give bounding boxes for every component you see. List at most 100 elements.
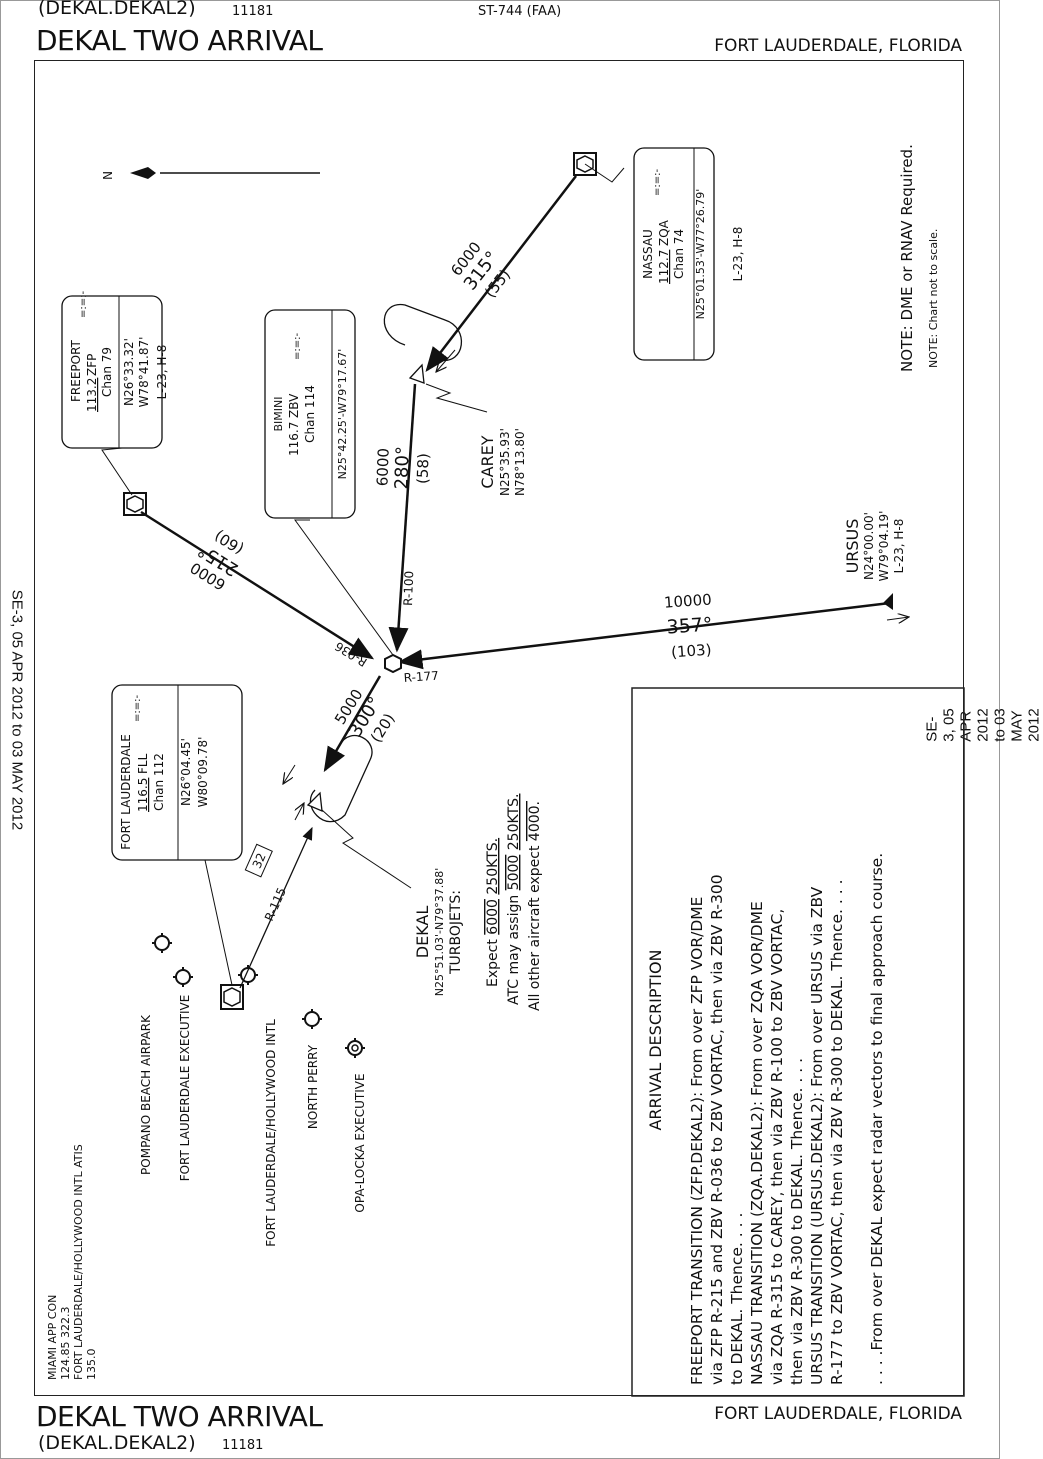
fll-chan: Chan 112 (152, 753, 166, 811)
freeport-name: FREEPORT (69, 339, 83, 402)
bimini-coords: N25°42.25'-W79°17.67' (336, 349, 349, 480)
note-dme-rnav: NOTE: DME or RNAV Required. (898, 144, 916, 372)
svg-text:N25°35.93': N25°35.93' (498, 428, 512, 496)
comms-frequencies: MIAMI APP CON 124.85 322.3 FORT LAUDERDA… (46, 1144, 98, 1380)
airport-label-north-perry: NORTH PERRY (306, 1044, 320, 1129)
svg-text:N25°51.03'-N79°37.88': N25°51.03'-N79°37.88' (433, 868, 446, 996)
leg-nassau-carey (425, 175, 577, 372)
svg-text:(103): (103) (671, 641, 713, 662)
svg-text:L-23, H-8: L-23, H-8 (892, 519, 906, 574)
svg-text:URSUS TRANSITION (URSUS.DEKAL2: URSUS TRANSITION (URSUS.DEKAL2): From ov… (808, 886, 826, 1385)
leg-bimini-dekal (323, 675, 382, 773)
svg-text:32: 32 (250, 851, 269, 871)
svg-text:=:=:-: =:=:- (292, 333, 303, 360)
freeport-lon: W78°41.87' (137, 337, 151, 408)
bimini-vortac-icon (384, 653, 402, 674)
bimini-freq: 116.7 (287, 422, 301, 456)
leg-label-bimini-dekal: 5000 300° (20) (331, 686, 398, 746)
fll-ident: FLL (136, 753, 150, 774)
svg-text:=:=:-: =:=:- (78, 291, 89, 318)
fort-lauderdale-hollywood-airport-icon (238, 965, 258, 985)
leg-label-carey-bimini: 6000 280° (58) (373, 446, 432, 490)
svg-text:280°: 280° (391, 446, 414, 490)
amendment-number: 11181 (232, 4, 274, 19)
svg-text:10000: 10000 (663, 590, 712, 611)
morse-code-icons: =:=:- =:=:- =:=:- =:=:- (78, 169, 663, 722)
chart-title: DEKAL TWO ARRIVAL (36, 24, 323, 57)
fll-lat: N26°04.45' (179, 738, 193, 806)
radial-r100: R-100 (401, 571, 416, 607)
svg-text:to DEKAL. Thence. . . .: to DEKAL. Thence. . . . (728, 1213, 746, 1385)
arrival-description-text: FREEPORT TRANSITION (ZFP.DEKAL2): From o… (688, 853, 886, 1385)
ursus-fix-icon (883, 593, 893, 610)
carey-fix-label: CAREY N25°35.93' N78°13.80' (478, 428, 527, 496)
svg-text:URSUS: URSUS (843, 519, 862, 574)
nassau-freq: 112.7 (657, 250, 671, 284)
svg-text:then via ZBV R-300 to DEKAL.: then via ZBV R-300 to DEKAL. Thence. . .… (788, 1058, 806, 1385)
leg-ursus-bimini (397, 601, 891, 670)
computer-code: (DEKAL.DEKAL2) (38, 0, 196, 19)
dme-distance-box: 32 (244, 843, 273, 878)
leg-carey-bimini (388, 383, 417, 653)
footer-amendment: 11181 (222, 1438, 264, 1453)
svg-text:W79°04.19': W79°04.19' (877, 511, 891, 582)
pompano-beach-airport-icon (152, 933, 172, 953)
leg-label-freeport-bimini: 6000 215° (60) (187, 526, 247, 593)
svg-text:via ZFP R-215 and ZBV R-036 to: via ZFP R-215 and ZBV R-036 to ZBV VORTA… (708, 874, 726, 1385)
opa-locka-airport-icon (345, 1038, 365, 1058)
svg-text:=:=:-: =:=:- (132, 695, 143, 722)
airport-label-fll-exec: FORT LAUDERDALE EXECUTIVE (178, 995, 192, 1182)
svg-text:(58): (58) (413, 453, 432, 484)
nassau-vordme-icon (573, 152, 597, 176)
bimini-chan: Chan 114 (303, 385, 317, 443)
holding-pattern-carey (383, 303, 462, 361)
svg-text:FORT LAUDERDALE/HOLLYWOOD INTL: FORT LAUDERDALE/HOLLYWOOD INTL ATIS (72, 1144, 85, 1380)
svg-text:CAREY: CAREY (478, 435, 497, 488)
freeport-vordme-icon (123, 492, 147, 516)
svg-text:All other aircraft expect 4000: All other aircraft expect 4000. (527, 801, 543, 1011)
nassau-ident: ZQA (657, 219, 671, 246)
svg-text:=:=:-: =:=:- (652, 169, 663, 196)
arrival-description-title: ARRIVAL DESCRIPTION (646, 949, 665, 1130)
chart-location: FORT LAUDERDALE, FLORIDA (714, 36, 962, 56)
svg-text:TURBOJETS:: TURBOJETS: (448, 890, 464, 975)
turbojet-restrictions: Expect 6000 250KTS. ATC may assign 5000 … (485, 794, 543, 1011)
footer-location: FORT LAUDERDALE, FLORIDA (714, 1404, 962, 1424)
freeport-ident: ZFP (85, 354, 99, 376)
footer-title: DEKAL TWO ARRIVAL (36, 1400, 323, 1433)
freeport-freq: 113.2 (85, 378, 99, 412)
north-arrow: N (100, 167, 320, 180)
bimini-name: BIMINI (272, 397, 285, 432)
note-not-to-scale: NOTE: Chart not to scale. (927, 229, 940, 368)
svg-text:124.85 322.3: 124.85 322.3 (59, 1307, 72, 1380)
svg-text:N78°13.80': N78°13.80' (513, 428, 527, 496)
svg-text:NASSAU TRANSITION (ZQA.DEKAL2): NASSAU TRANSITION (ZQA.DEKAL2): From ove… (748, 901, 766, 1385)
arrival-description-box (631, 687, 965, 1397)
fort-lauderdale-navaid-box (111, 684, 243, 861)
nassau-name: NASSAU (641, 229, 655, 279)
svg-text:DEKAL: DEKAL (413, 906, 432, 959)
leg-freeport-bimini (140, 510, 375, 660)
nassau-coords: N25°01.53'-W77°26.79' (694, 189, 707, 320)
fort-lauderdale-executive-airport-icon (173, 967, 193, 987)
radial-r177: R-177 (403, 669, 439, 685)
nassau-chan: Chan 74 (672, 229, 686, 279)
ursus-fix-label: URSUS N24°00.00' W79°04.19' L-23, H-8 (843, 511, 906, 582)
north-label: N (100, 171, 114, 180)
svg-text:. . . .From over DEKAL expect: . . . .From over DEKAL expect radar vect… (868, 853, 886, 1385)
svg-text:via ZQA R-315 to CAREY, then v: via ZQA R-315 to CAREY, then via ZBV R-1… (768, 909, 786, 1385)
north-perry-airport-icon (302, 1009, 322, 1029)
freeport-lat: N26°33.32' (122, 338, 136, 406)
freeport-charts: L-23, H-8 (155, 345, 169, 400)
footer-computer-code: (DEKAL.DEKAL2) (38, 1432, 196, 1454)
dekal-fix-label: DEKAL N25°51.03'-N79°37.88' TURBOJETS: (413, 868, 464, 996)
airport-label-opa-locka: OPA-LOCKA EXECUTIVE (353, 1073, 367, 1212)
svg-text:FREEPORT TRANSITION (ZFP.DEKAL: FREEPORT TRANSITION (ZFP.DEKAL2): From o… (688, 897, 706, 1385)
radial-r115: R-115 (262, 885, 289, 923)
svg-text:357°: 357° (666, 613, 713, 638)
airport-label-fll-hollywood: FORT LAUDERDALE/HOLLYWOOD INTL (264, 1019, 278, 1247)
svg-text:6000: 6000 (373, 448, 392, 487)
fort-lauderdale-vortac-icon (220, 984, 244, 1010)
freeport-chan: Chan 79 (100, 347, 114, 397)
svg-text:135.0: 135.0 (85, 1349, 98, 1381)
